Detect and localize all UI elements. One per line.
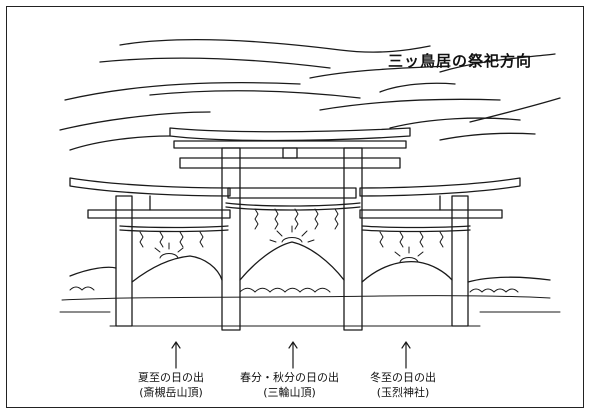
illustration-frame bbox=[6, 6, 584, 408]
caption-equinox: 春分・秋分の日の出 (三輪山頂) bbox=[240, 370, 339, 400]
rising-suns bbox=[154, 225, 424, 263]
figure-title: 三ッ鳥居の祭祀方向 bbox=[388, 52, 533, 70]
shide-strips bbox=[139, 208, 444, 248]
caption-summer-main: 夏至の日の出 bbox=[138, 371, 204, 384]
mountains bbox=[69, 241, 551, 283]
left-torii bbox=[69, 177, 231, 327]
center-torii bbox=[169, 127, 411, 331]
caption-summer-solstice: 夏至の日の出 (斎槻岳山頂) bbox=[138, 370, 204, 400]
right-torii bbox=[359, 177, 521, 327]
caption-summer-sub: (斎槻岳山頂) bbox=[139, 386, 203, 399]
caption-winter-sub: (玉烈神社) bbox=[376, 386, 430, 399]
ground bbox=[59, 286, 561, 327]
direction-arrows bbox=[171, 341, 411, 369]
caption-winter-main: 冬至の日の出 bbox=[370, 371, 436, 384]
sky-lines bbox=[59, 38, 561, 151]
caption-equinox-sub: (三輪山頂) bbox=[263, 386, 316, 399]
caption-equinox-main: 春分・秋分の日の出 bbox=[240, 371, 339, 384]
caption-winter-solstice: 冬至の日の出 (玉烈神社) bbox=[370, 370, 436, 400]
